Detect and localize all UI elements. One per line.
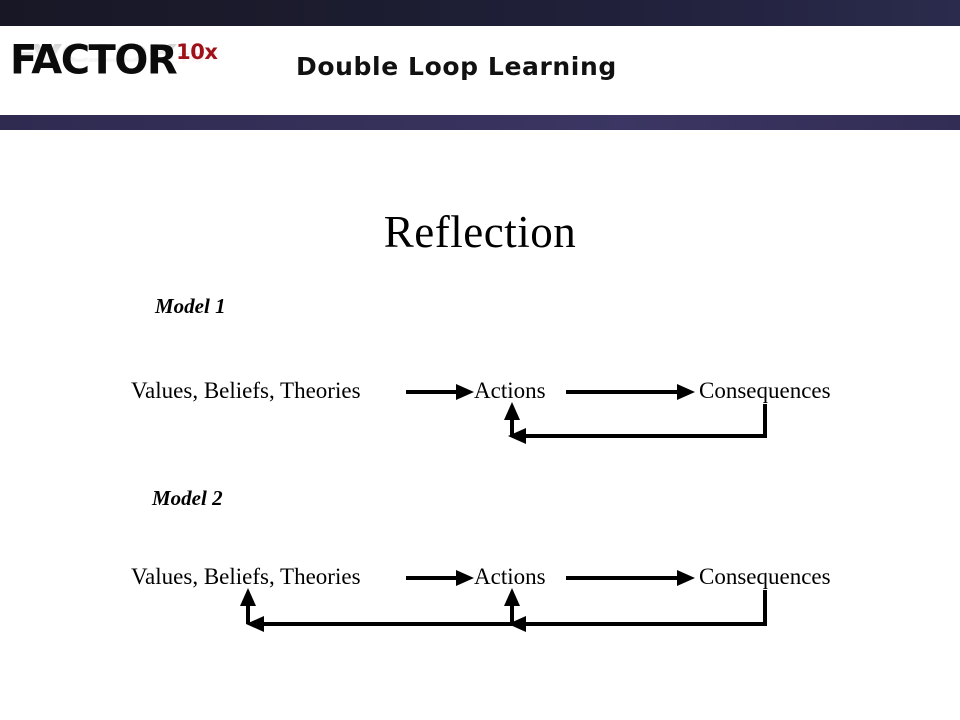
model-2-inner-feedback-loop bbox=[504, 588, 526, 632]
logo-text-mirror: FACTOR bbox=[10, 37, 177, 67]
model-1-node-actions: Actions bbox=[474, 378, 546, 403]
logo-superscript-mirror: 10x bbox=[176, 49, 218, 65]
slide-header: FACTOR10x FACTOR10x Double Loop Learning bbox=[0, 0, 960, 130]
model-2-node-consequences: Consequences bbox=[699, 564, 831, 589]
model-2-outer-feedback-loop bbox=[240, 588, 767, 632]
header-bottom-bar bbox=[0, 115, 960, 130]
page-title: Double Loop Learning bbox=[296, 52, 617, 81]
model-1-arrow-values-to-actions bbox=[406, 384, 474, 400]
header-top-bar bbox=[0, 0, 960, 26]
model-1-node-values: Values, Beliefs, Theories bbox=[131, 378, 361, 403]
model-1-node-consequences: Consequences bbox=[699, 378, 831, 403]
model-2-node-actions: Actions bbox=[474, 564, 546, 589]
header-body bbox=[0, 26, 960, 115]
model-2-arrow-actions-to-consequences bbox=[566, 570, 695, 586]
model-2-label: Model 2 bbox=[152, 486, 223, 510]
slide-heading: Reflection bbox=[383, 207, 577, 257]
model-1-feedback-loop bbox=[504, 402, 767, 444]
logo-mirror-reflection: FACTOR10x bbox=[10, 37, 218, 71]
logo-superscript: 10x bbox=[176, 40, 218, 64]
model-1-label: Model 1 bbox=[155, 294, 226, 318]
logo-text: FACTOR bbox=[10, 37, 178, 84]
model-2-arrow-values-to-actions bbox=[406, 570, 474, 586]
model-2-node-values: Values, Beliefs, Theories bbox=[131, 564, 361, 589]
model-1-arrow-actions-to-consequences bbox=[566, 384, 695, 400]
factor10x-logo: FACTOR10x FACTOR10x bbox=[10, 30, 240, 110]
logo-wordmark: FACTOR10x bbox=[10, 30, 218, 84]
